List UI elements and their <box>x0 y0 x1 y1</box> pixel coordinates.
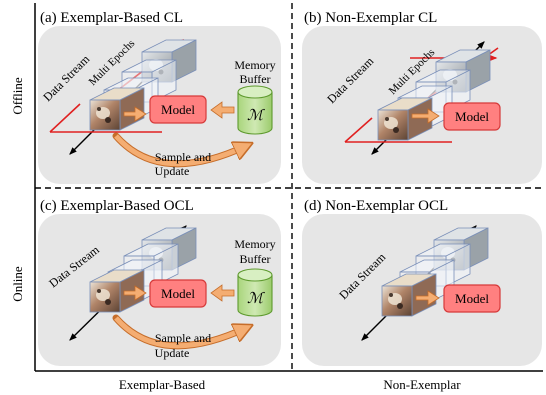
arrow-to-model <box>415 290 440 306</box>
column-label-non-exemplar: Non-Exemplar <box>383 377 461 392</box>
panel-c-title: (c) Exemplar-Based OCL <box>40 198 194 214</box>
memory-buffer-line2: Buffer <box>239 252 270 266</box>
arrow-memory-to-model <box>210 284 235 302</box>
frame-lines <box>34 3 543 372</box>
memory-symbol: ℳ <box>247 108 265 124</box>
memory-buffer-line2: Buffer <box>239 72 270 86</box>
panel-d-title: (d) Non-Exemplar OCL <box>304 198 448 214</box>
model-box <box>443 284 501 313</box>
row-label-offline: Offline <box>10 77 25 115</box>
model-label: Model <box>455 291 489 306</box>
model-box <box>149 95 207 124</box>
sample-label-line2: Update <box>155 346 190 360</box>
model-box <box>149 279 207 308</box>
panel-b-title: (b) Non-Exemplar CL <box>304 10 437 26</box>
memory-symbol: ℳ <box>247 291 265 307</box>
panel-a-title: (a) Exemplar-Based CL <box>40 10 183 26</box>
model-label: Model <box>161 102 195 117</box>
memory-cylinder <box>237 85 273 135</box>
row-label-online: Online <box>10 266 25 302</box>
memory-buffer-line1: Memory <box>234 58 275 72</box>
arrow-to-model <box>123 285 147 301</box>
memory-cylinder <box>237 268 273 317</box>
column-label-exemplar: Exemplar-Based <box>119 377 206 392</box>
memory-buffer-line1: Memory <box>234 237 275 251</box>
sample-label-line2: Update <box>155 164 190 178</box>
arrow-to-model <box>123 106 147 122</box>
model-label: Model <box>161 286 195 301</box>
arrow-memory-to-model <box>210 101 235 119</box>
model-box <box>443 102 501 131</box>
sample-label-line1: Sample and <box>155 331 211 345</box>
model-label: Model <box>455 109 489 124</box>
sample-label-line1: Sample and <box>155 150 211 164</box>
arrow-to-model <box>411 108 440 124</box>
